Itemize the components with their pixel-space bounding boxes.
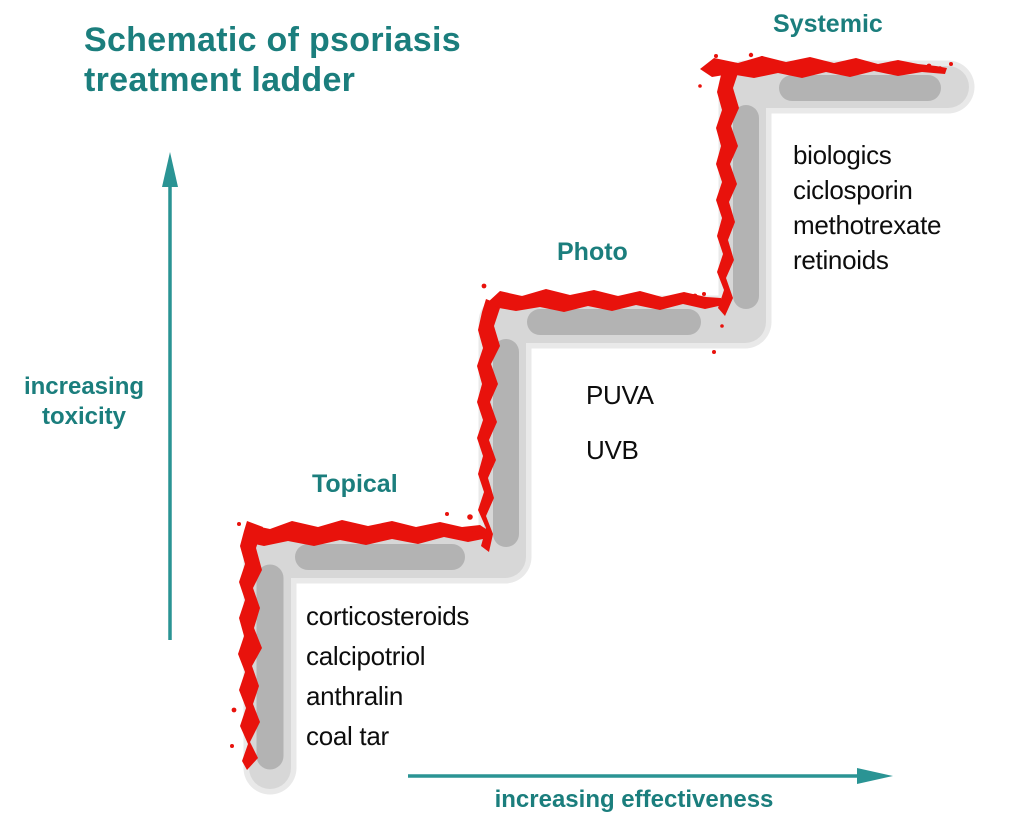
treatment-item: anthralin	[306, 681, 404, 711]
ladder-stroke	[249, 66, 969, 789]
page-title-line1: Schematic of psoriasis	[84, 21, 461, 59]
step-label-systemic: Systemic	[773, 10, 883, 38]
treatment-item: biologics	[793, 140, 892, 170]
page-title-line2: treatment ladder	[84, 61, 356, 99]
page-title: Schematic of psoriasis treatment ladder	[84, 20, 564, 100]
step-label-topical: Topical	[312, 470, 398, 498]
red-brush-photo-horizontal	[487, 289, 723, 312]
paint-speck	[471, 530, 477, 536]
toxicity-arrow	[162, 152, 178, 640]
treatment-item: PUVA	[586, 380, 654, 410]
paint-speck	[467, 514, 473, 520]
treatment-item: UVB	[586, 435, 639, 465]
paint-speck	[477, 532, 481, 536]
red-brush-systemic-horizontal	[700, 56, 947, 78]
paint-speck	[720, 324, 724, 328]
step-label-photo: Photo	[557, 238, 628, 266]
paint-speck	[949, 62, 953, 66]
paint-speck	[698, 84, 702, 88]
paint-speck	[702, 292, 706, 296]
red-brush-strokes	[230, 52, 953, 770]
topical-treatment-list: corticosteroids calcipotriol anthralin c…	[306, 596, 469, 756]
effectiveness-arrowhead	[857, 768, 893, 784]
paint-speck	[926, 63, 932, 69]
x-axis-label: increasing effectiveness	[494, 786, 774, 813]
red-paint-specks	[230, 52, 953, 748]
red-brush-topical-horizontal	[245, 520, 489, 546]
paint-speck	[237, 522, 241, 526]
treatment-item: ciclosporin	[793, 175, 913, 205]
paint-speck	[692, 293, 698, 299]
paint-speck	[938, 66, 942, 70]
ladder-core-strokes	[256, 75, 941, 770]
treatment-item: corticosteroids	[306, 601, 470, 631]
y-axis-label-line2: toxicity	[41, 403, 127, 430]
paint-speck	[230, 744, 234, 748]
photo-treatment-list: PUVA UVB	[586, 368, 654, 478]
effectiveness-arrow	[408, 768, 893, 784]
paint-speck	[760, 56, 764, 60]
paint-speck	[445, 512, 449, 516]
treatment-item: coal tar	[306, 721, 389, 751]
systemic-treatment-list: biologics ciclosporin methotrexate retin…	[793, 138, 941, 278]
paint-speck	[709, 298, 715, 304]
paint-speck	[748, 52, 754, 58]
red-brush-photo-vertical	[477, 299, 501, 552]
y-axis-label-line1: increasing	[23, 373, 145, 400]
treatment-item: methotrexate	[793, 210, 942, 240]
toxicity-arrowhead	[162, 152, 178, 187]
red-brush-topical-vertical	[238, 521, 263, 770]
y-axis-label: increasing toxicity	[10, 372, 158, 432]
paint-speck	[712, 350, 716, 354]
treatment-item: retinoids	[793, 245, 889, 275]
red-brush-systemic-vertical	[716, 61, 740, 316]
treatment-item: calcipotriol	[306, 641, 426, 671]
paint-speck	[714, 54, 718, 58]
paint-speck	[231, 707, 237, 713]
paint-speck	[481, 283, 487, 289]
